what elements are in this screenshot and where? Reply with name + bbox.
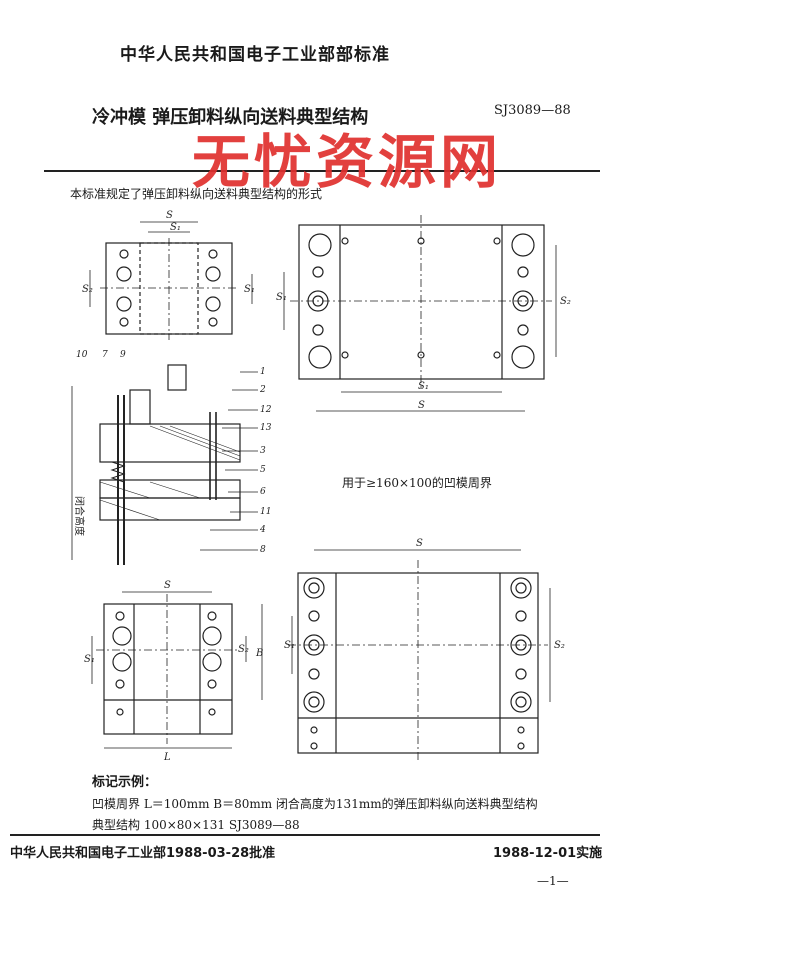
effective-date: 1988-12-01实施 (493, 846, 603, 861)
part-no-3: 3 (260, 446, 266, 456)
part-no-7: 7 (102, 350, 108, 360)
figure-caption: 用于≥160×100的凹模周界 (342, 476, 492, 490)
standard-number: SJ3089—88 (494, 103, 571, 118)
part-no-6: 6 (260, 487, 266, 497)
dim-s2-bottom-left: S₂ (238, 644, 249, 655)
part-no-4: 4 (259, 525, 266, 535)
dim-s-top-left: S (166, 210, 173, 221)
dim-l-bottom-left: L (163, 752, 171, 763)
plan-view-top-right (298, 224, 545, 380)
part-no-11: 11 (260, 507, 271, 517)
document-title: 冷冲模 弹压卸料纵向送料典型结构 (92, 107, 369, 128)
dim-s-top-right: S (418, 400, 425, 411)
dim-s2-bottom-right: S₂ (554, 640, 565, 651)
part-no-10: 10 (76, 350, 88, 360)
marking-example-line-1: 凹模周界 L＝100mm B＝80mm 闭合高度为131mm的弹压卸料纵向送料典… (92, 797, 538, 811)
part-no-5: 5 (260, 465, 266, 475)
part-no-13: 13 (260, 423, 272, 433)
dim-s1-top-right-left: S₁ (276, 292, 287, 303)
dim-b-bottom-left: B (255, 648, 263, 659)
dim-s1-bottom-right: S₁ (284, 640, 295, 651)
watermark: 无忧资源网 (192, 128, 503, 196)
part-no-2: 2 (259, 385, 266, 395)
dim-s-bottom-left: S (164, 580, 171, 591)
part-no-9: 9 (120, 350, 126, 360)
dim-s1-top-right: S₁ (418, 381, 429, 392)
part-no-8: 8 (260, 545, 266, 555)
approval-line: 中华人民共和国电子工业部1988-03-28批准 (10, 846, 276, 861)
marking-example-title: 标记示例： (92, 775, 158, 790)
intro-text: 本标准规定了弹压卸料纵向送料典型结构的形式 (70, 187, 323, 201)
dim-s1-top-left-right: S₁ (244, 284, 255, 295)
publisher-header: 中华人民共和国电子工业部部标准 (120, 45, 390, 65)
page-number: —1— (537, 874, 569, 888)
dim-s1-bottom-left: S₁ (84, 654, 95, 665)
dim-s2-top-right: S₂ (560, 296, 571, 307)
closed-height-label: 闭合高度 (73, 496, 86, 536)
dim-s-bottom-right: S (416, 538, 423, 549)
plan-view-bottom-left (103, 603, 233, 735)
dim-s1-top-left: S₁ (170, 222, 181, 233)
part-no-1: 1 (260, 367, 266, 377)
part-no-12: 12 (260, 405, 272, 415)
dim-s2-top-left: S₂ (82, 284, 93, 295)
footer-rule (10, 834, 600, 836)
header-rule (44, 170, 600, 172)
section-shank (167, 364, 187, 391)
marking-example-line-2: 典型结构 100×80×131 SJ3089—88 (92, 818, 300, 832)
